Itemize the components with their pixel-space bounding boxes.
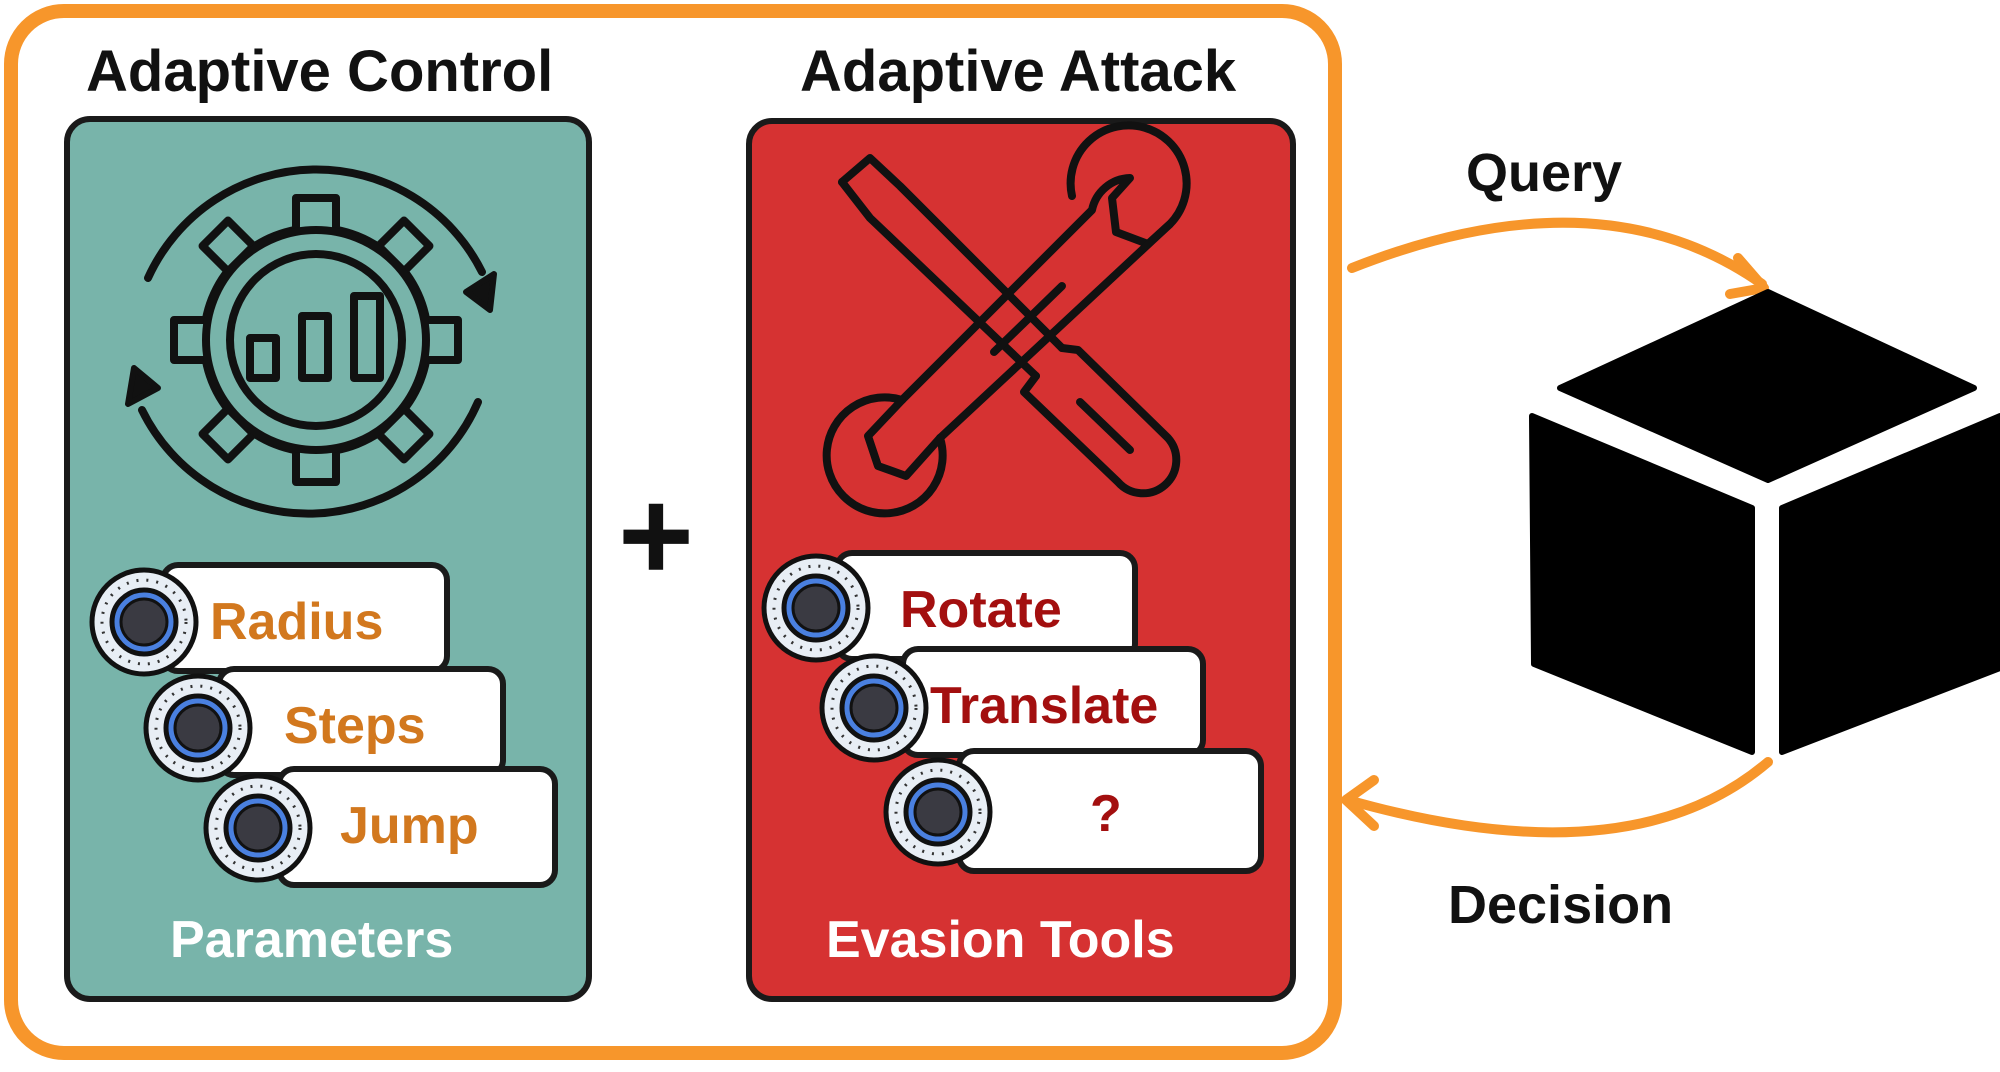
dial-knob-icon[interactable] [882,756,994,868]
param-label-jump: Jump [340,797,479,855]
query-arrow [1347,217,1767,289]
cube-icon [1529,289,2000,755]
decision-arrow [1343,757,1773,838]
dial-knob-icon[interactable] [142,672,254,784]
param-label-steps: Steps [284,697,426,755]
adaptive-control-heading: Adaptive Control [86,39,554,104]
dial-knob-icon[interactable] [818,652,930,764]
parameters-label: Parameters [170,911,454,969]
param-label-radius: Radius [210,593,384,651]
plus-operator: + [618,462,694,608]
dial-knob-icon[interactable] [88,566,200,678]
adaptive-attack-heading: Adaptive Attack [800,39,1237,104]
evasion-tools-label: Evasion Tools [826,911,1175,969]
tool-label-rotate: Rotate [900,581,1062,639]
query-arrowhead [1725,253,1769,299]
tool-label-translate: Translate [930,677,1159,735]
param-card-jump[interactable] [276,766,558,888]
dial-knob-icon[interactable] [202,772,314,884]
dial-knob-icon[interactable] [760,552,872,664]
decision-label: Decision [1448,875,1674,935]
tool-card-unknown[interactable] [956,748,1264,874]
query-label: Query [1466,143,1623,203]
decision-arrowhead [1341,775,1379,831]
param-card-radius[interactable] [160,562,450,674]
tool-label-unknown: ? [1090,785,1122,843]
